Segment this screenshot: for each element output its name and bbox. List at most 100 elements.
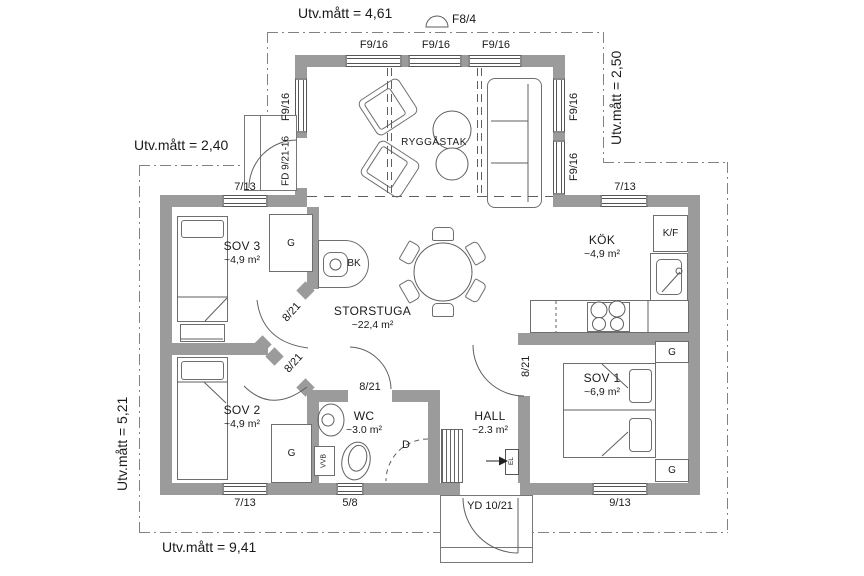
electric-panel-label: EL [508,457,515,466]
wall [688,195,700,495]
boundary-line [267,32,603,33]
window-label: F9/16 [568,92,580,122]
dining-chair [464,277,488,305]
room-area: ~4,9 m² [224,254,260,266]
toilet [341,441,371,481]
room-area: ~3.0 m² [346,424,382,436]
room-name: SOV 1 [583,371,621,385]
window-label: F9/16 [481,39,511,51]
dimension-bottom: Utv.mått = 9,41 [162,539,257,555]
front-door-label: FD 9/21-16 [280,135,292,187]
window-f916 [345,55,402,67]
wall [518,396,530,483]
pillow [181,220,224,238]
dining-table [413,242,473,302]
radiator [441,429,463,483]
window-713 [222,195,268,207]
roof-window-label: F8/4 [452,12,477,26]
room-name: SOV 2 [223,403,261,417]
stove [587,302,630,332]
dimension-left: Utv.mått = 5,21 [114,396,130,492]
boundary-line [139,165,267,166]
coffee-table [435,147,469,181]
room-label-hall: HALL ~2.3 m² [461,409,519,436]
water-heater-label: VVB [320,453,328,468]
door-label: 8/21 [280,300,304,325]
roof-window-icon [425,15,449,28]
dining-chair [398,277,422,305]
porch-divider [260,115,261,191]
wardrobe-label: G [287,237,295,249]
room-name: HALL [474,409,506,423]
room-name: STORSTUGA [333,304,412,318]
room-label-kok: KÖK ~4,9 m² [567,233,637,260]
wall [392,390,440,402]
window-f916 [553,78,565,133]
window-label: F9/16 [280,92,292,122]
porch-step [440,547,533,548]
window-913 [592,483,648,495]
room-area: ~4,9 m² [584,248,620,260]
wardrobe-label: G [668,346,676,358]
dining-chair [398,239,422,267]
window-f916 [295,78,307,133]
pillow [629,369,652,403]
door-jamb [265,347,284,366]
shower-label: D [402,439,410,451]
wardrobe: G [269,214,313,272]
pillow [629,418,652,452]
room-area: ~4,9 m² [224,418,260,430]
boundary-line [727,162,728,532]
fridge-freezer: K/F [653,215,688,252]
window-label: F9/16 [568,152,580,181]
wardrobe: G [655,459,689,482]
boundary-line [267,32,268,165]
water-heater [314,446,335,476]
wardrobe: G [271,424,312,483]
window-label: 9/13 [609,497,631,509]
dimension-right: Utv.mått = 2,50 [608,50,624,146]
dimension-left-upper: Utv.mått = 2,40 [134,137,229,153]
window-713 [600,195,648,207]
room-area: ~2.3 m² [472,424,508,436]
boundary-line [139,165,140,532]
window-f916 [468,55,522,67]
pillow [181,361,224,380]
room-name: SOV 3 [223,239,261,253]
yard-door-opening [460,483,520,495]
wardrobe-label: G [668,465,676,476]
room-name: KÖK [588,233,616,247]
window-58 [336,483,364,495]
dimension-top: Utv.mått = 4,61 [298,5,393,21]
boundary-line [603,32,604,162]
dining-chair [432,227,454,241]
door-label: 8/21 [359,381,381,393]
room-label-sov1: SOV 1 ~6,9 m² [567,371,637,398]
window-label: F9/16 [421,39,451,51]
window-label: 7/13 [234,497,256,509]
ridge-note: RYGGÅSTAK [401,137,467,148]
wardrobe-label: G [287,448,296,459]
fireplace-label: BK [347,258,361,269]
room-label-wc: WC ~3.0 m² [341,409,387,436]
room-area: ~6,9 m² [584,386,620,398]
door-label: 8/21 [282,351,306,376]
sofa [487,78,542,208]
room-label-sov2: SOV 2 ~4,9 m² [209,403,275,430]
wall [160,195,172,495]
wall [307,390,348,402]
boundary-line [603,162,728,163]
wardrobe: G [655,341,689,363]
sink-basin [656,259,682,295]
armchair [356,76,420,138]
window-label: 7/13 [614,181,636,193]
dining-chair [432,303,454,317]
dining-chair [464,239,488,267]
wall [518,333,700,345]
boundary-line [139,532,728,533]
window-label: 7/13 [234,181,256,193]
window-label: F9/16 [359,39,389,51]
yard-door-label: YD 10/21 [467,500,513,512]
window-label: 5/8 [342,497,358,509]
wall [428,402,440,483]
